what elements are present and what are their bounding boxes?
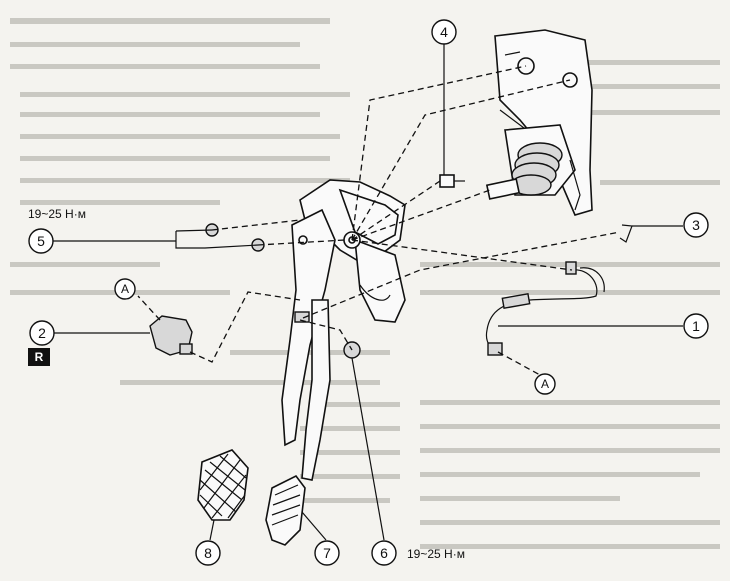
svg-text:4: 4	[440, 24, 448, 40]
svg-text:2: 2	[38, 325, 46, 341]
callout-5: 5	[28, 228, 54, 254]
connector-a-bottom: A	[534, 373, 556, 395]
switch-2	[149, 315, 193, 356]
pedal-pad-7	[265, 474, 306, 546]
callout-7: 7	[314, 540, 340, 566]
svg-text:3: 3	[692, 217, 700, 233]
callout-8: 8	[195, 540, 221, 566]
r-badge: R	[28, 348, 50, 366]
svg-text:5: 5	[37, 233, 45, 249]
svg-text:R: R	[35, 350, 44, 364]
svg-text:A: A	[541, 377, 549, 391]
callout-2: 2	[29, 320, 55, 346]
pedal-bracket	[299, 179, 406, 323]
pedal-arm	[281, 208, 336, 481]
spring-assembly	[485, 124, 581, 211]
callout-6: 6	[371, 540, 397, 566]
svg-text:8: 8	[204, 545, 212, 561]
svg-text:A: A	[121, 282, 129, 296]
pedal-cover-8	[197, 449, 249, 521]
callout-1: 1	[683, 313, 709, 339]
torque-label-top: 19~25 Н·м	[28, 207, 86, 221]
bolt-4	[439, 174, 465, 188]
svg-text:1: 1	[692, 318, 700, 334]
connector-a-top: A	[114, 278, 136, 300]
svg-text:7: 7	[323, 545, 331, 561]
callout-3: 3	[683, 212, 709, 238]
clip-3	[619, 224, 633, 243]
torque-label-bottom: 19~25 Н·м	[407, 547, 465, 561]
wiring-harness-1	[485, 261, 605, 356]
callout-4: 4	[431, 19, 457, 45]
svg-text:6: 6	[380, 545, 388, 561]
dashed-guides	[137, 65, 621, 376]
leader-lines	[52, 44, 683, 541]
